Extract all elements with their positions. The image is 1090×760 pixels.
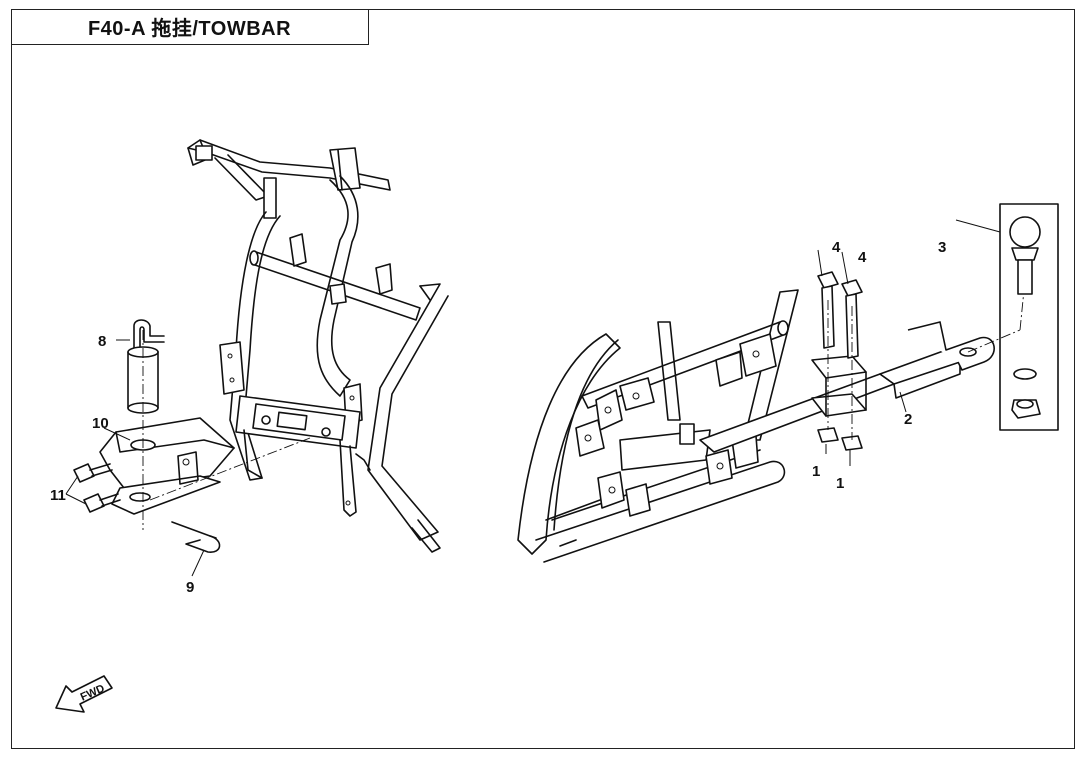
callout-1b: 1: [836, 475, 844, 492]
towbar-2: [699, 321, 995, 453]
callout-3: 3: [938, 239, 946, 256]
bolts-4: [817, 271, 863, 359]
diagram-title: F40-A 拖挂/TOWBAR: [87, 18, 292, 40]
assembly-centerline-right: [827, 289, 1025, 440]
fwd-arrow-icon: FWD: [55, 675, 113, 713]
hitch-ball-detail-3: [999, 203, 1059, 431]
bolts-11: [73, 463, 121, 513]
callout-9: 8: [98, 333, 106, 350]
callout-10: 10: [92, 415, 109, 432]
leader-lines: [65, 219, 1001, 577]
callout-1a: 1: [812, 463, 820, 480]
fwd-label: FWD: [79, 682, 107, 703]
hitch-bracket-10: [99, 417, 235, 515]
title-box: F40-A 拖挂/TOWBAR: [11, 9, 369, 45]
callout-8: 9: [186, 579, 194, 596]
assembly-centerline-left: [142, 330, 311, 530]
callout-4a: 4: [832, 239, 841, 256]
callout-11: 11: [50, 487, 66, 504]
rear-frame-left: [187, 139, 449, 553]
rear-frame-right: [517, 289, 799, 563]
nuts-1: [817, 427, 863, 451]
callout-2: 2: [904, 411, 912, 428]
callout-4b: 4: [858, 249, 867, 266]
callout-labels: 8 10 11 9 4 4 3 2 1 1: [50, 239, 946, 596]
hitch-clip-8: [171, 521, 221, 553]
diagram-frame: [11, 9, 1075, 749]
mount-bracket-plates: [811, 355, 867, 417]
hitch-pin-9: [127, 319, 165, 414]
